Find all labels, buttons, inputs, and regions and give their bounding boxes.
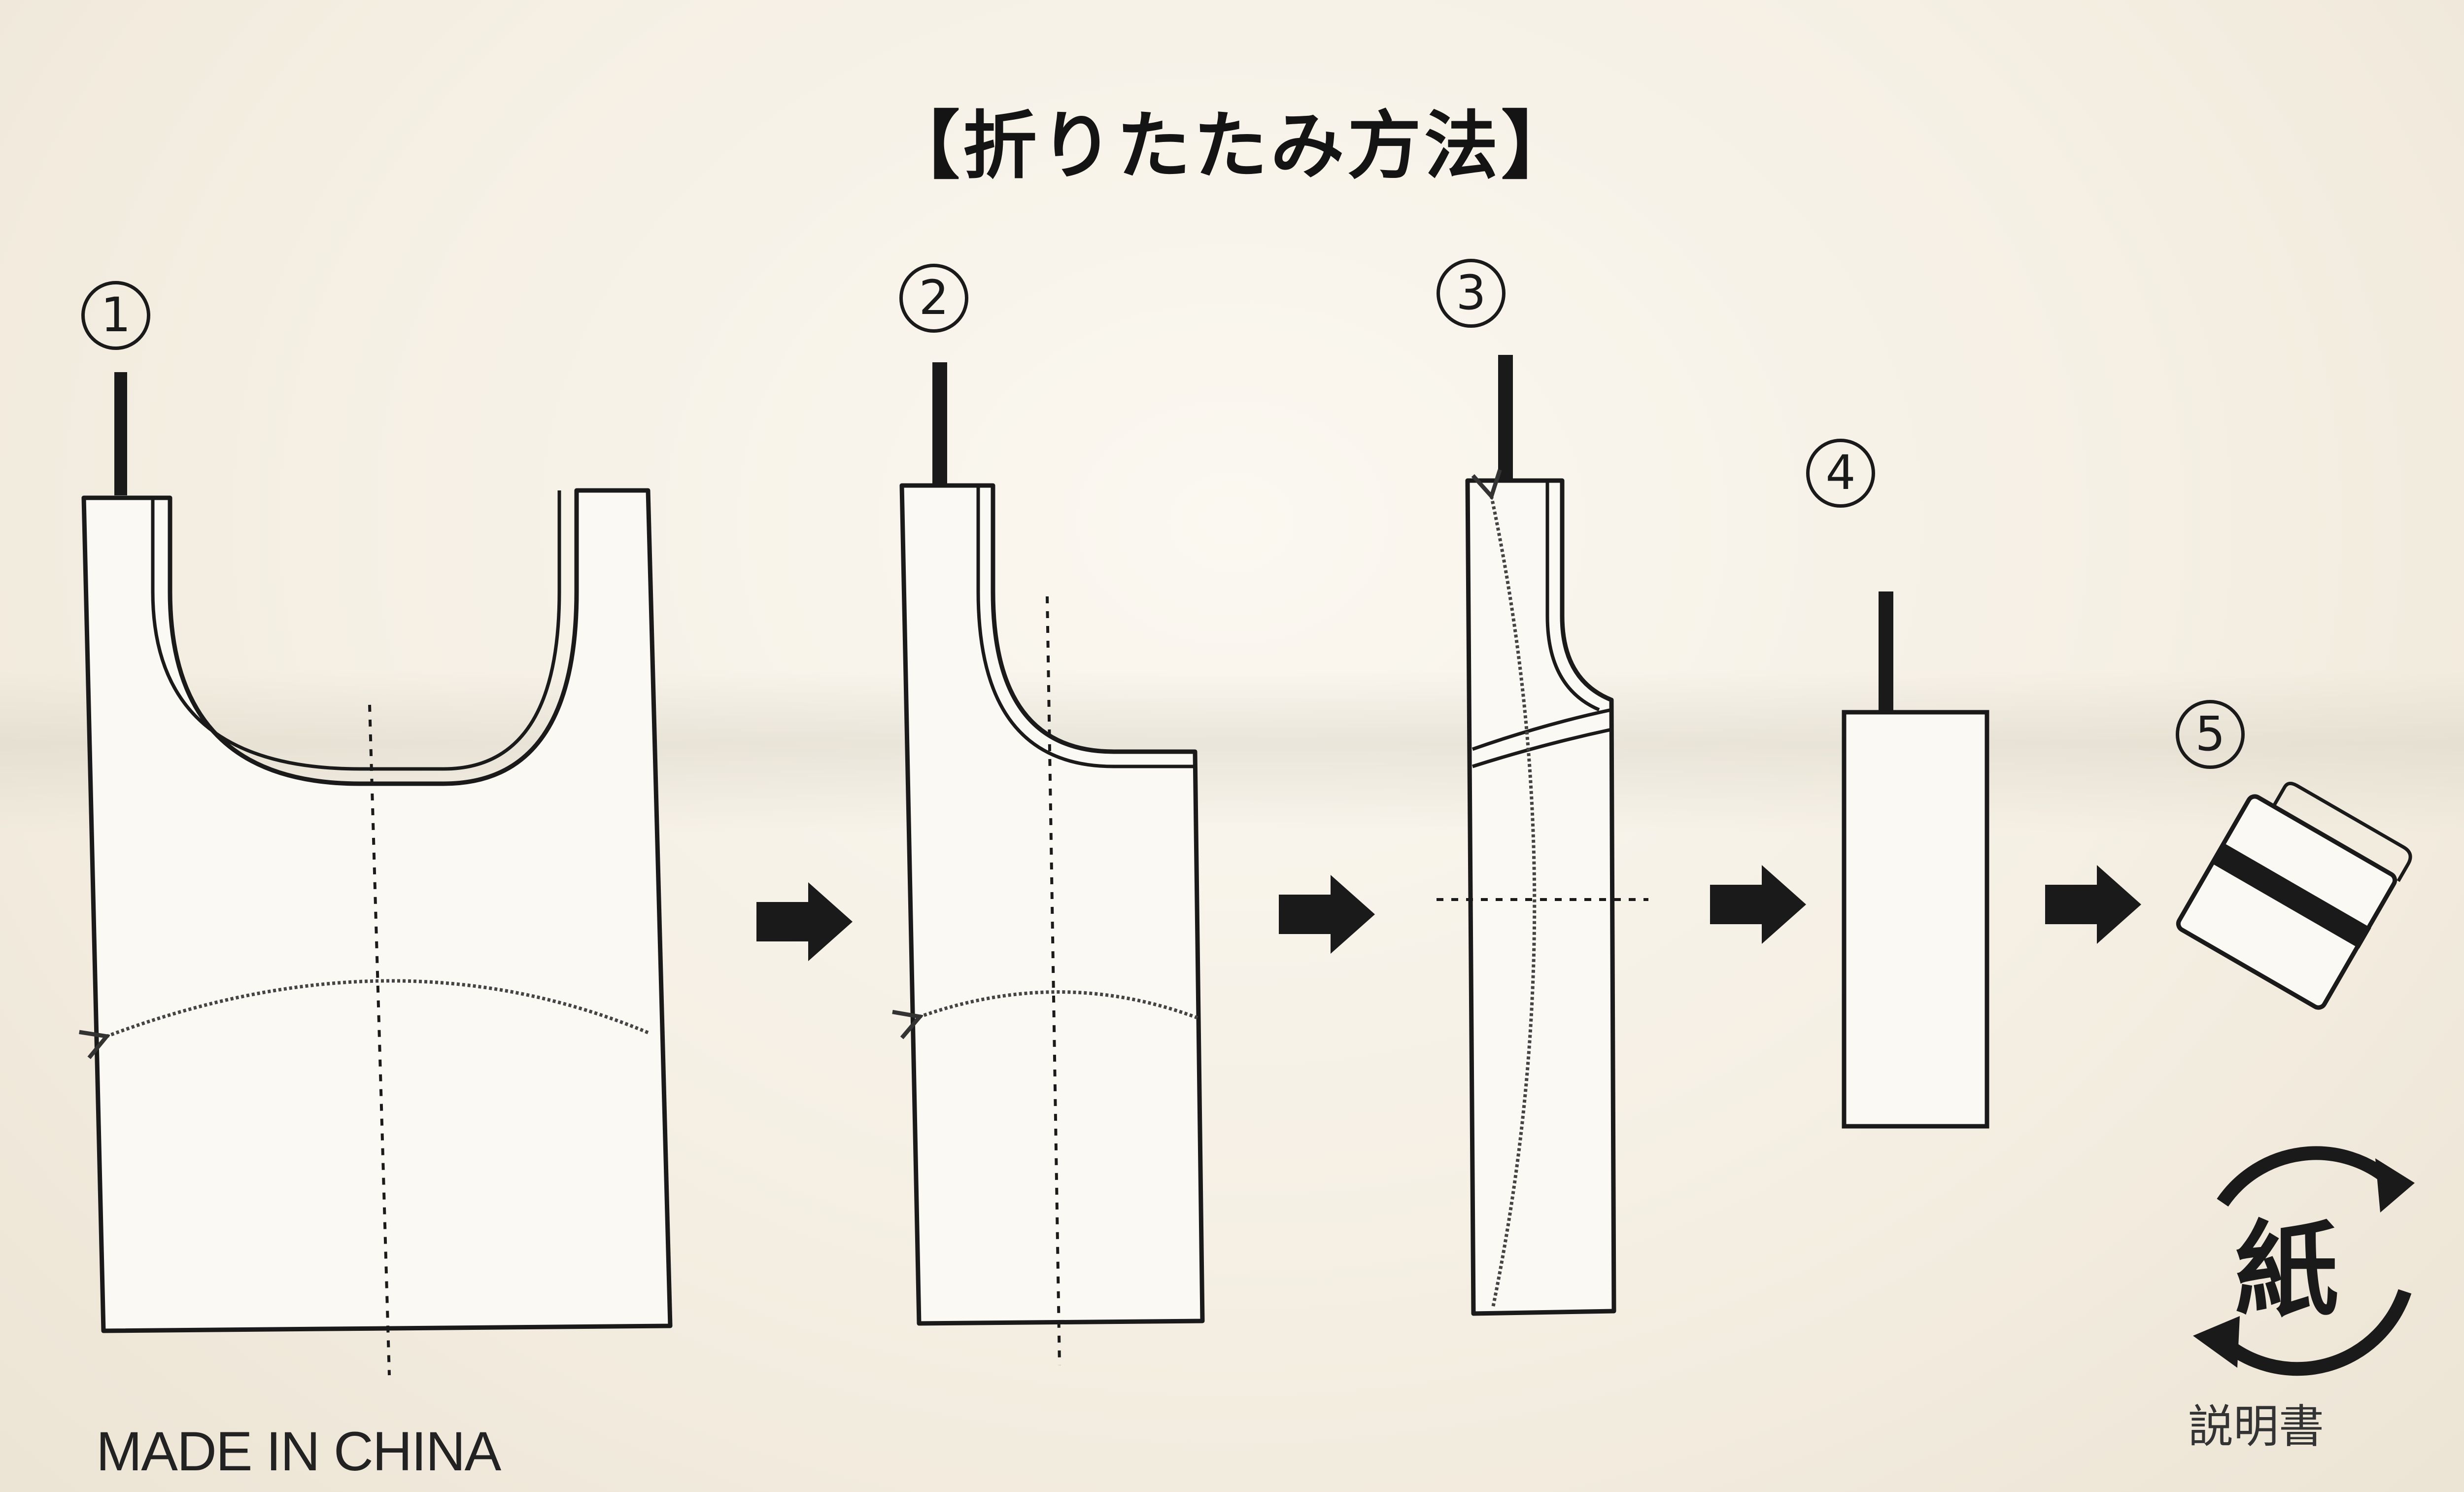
folded-bag-icon (2176, 782, 2412, 1010)
right-arrow-icon (2045, 865, 2141, 944)
step-2-bag (902, 362, 1205, 1366)
right-arrow-icon (1279, 875, 1375, 954)
right-arrow-icon (756, 882, 853, 961)
step-number-2: 2 (899, 264, 968, 333)
step-number-1: 1 (81, 281, 150, 350)
recycle-caption: 説明書 (2188, 1400, 2325, 1453)
right-arrow-icon (1710, 865, 1806, 944)
step-3-bag (1437, 355, 1648, 1316)
page-title: 【折りたたみ方法】 (886, 104, 1578, 189)
step-1-bag (84, 372, 673, 1376)
made-in-label: MADE IN CHINA (96, 1421, 501, 1482)
step-number-3: 3 (1437, 259, 1506, 328)
step-4-bag (1842, 591, 1989, 1129)
bag-handle-tab (114, 372, 127, 495)
paper-recycle-icon: 紙 (2193, 1146, 2415, 1376)
step-number-5: 5 (2176, 700, 2245, 769)
recycle-symbol: 紙 (2235, 1210, 2338, 1331)
step-number-4: 4 (1806, 439, 1875, 508)
